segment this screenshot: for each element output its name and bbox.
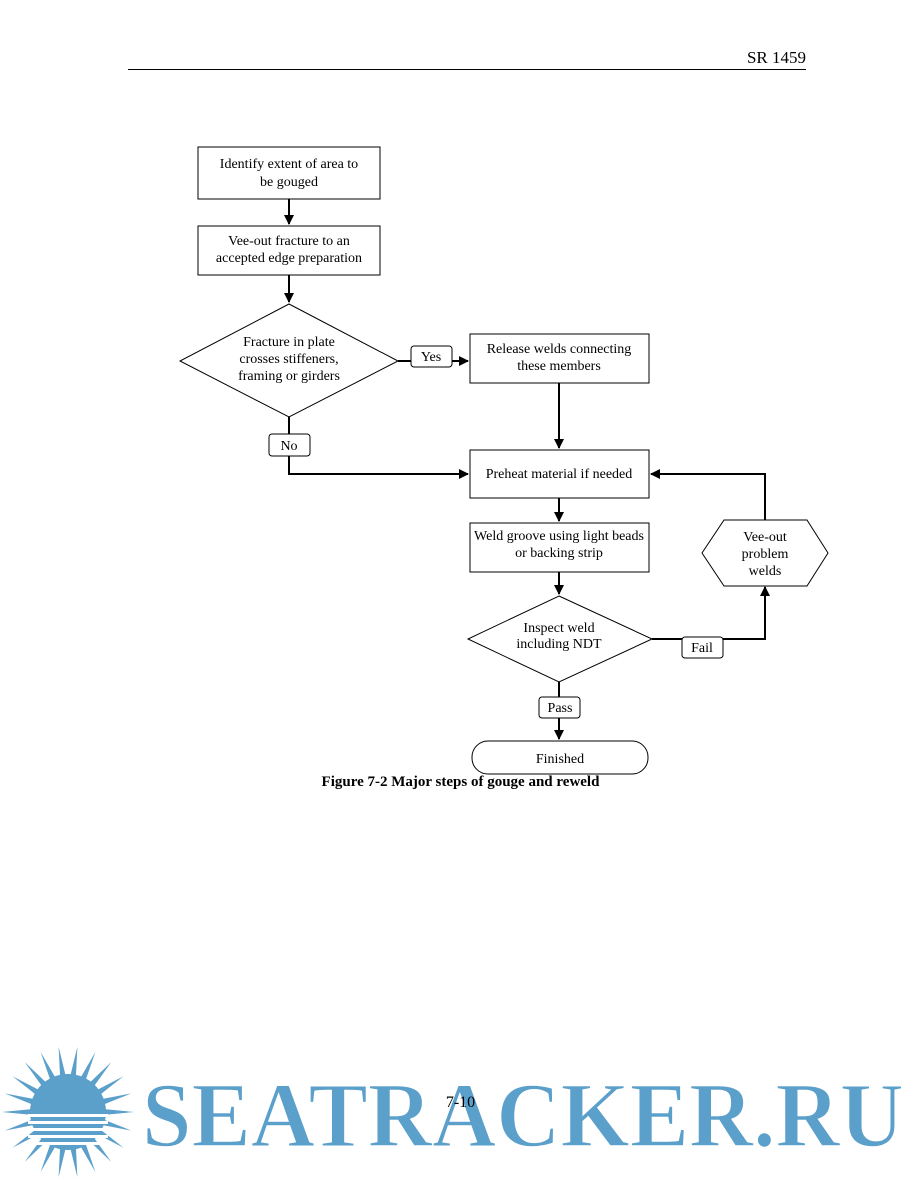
sun-ray [69, 1046, 78, 1079]
node-finished: Finished [471, 740, 649, 775]
edge-label-no: No [268, 433, 311, 457]
sun-ray [79, 1052, 96, 1083]
sun-ray [94, 1076, 124, 1097]
sun-logo [2, 1046, 134, 1178]
edge-label-pass: Pass [538, 696, 581, 719]
sun-ray [58, 1046, 67, 1079]
sun-ray [69, 1145, 78, 1178]
svg-text:Pass: Pass [548, 701, 573, 716]
svg-text:Finished: Finished [536, 752, 584, 767]
sun-ray [58, 1145, 67, 1178]
document-id: SR 1459 [746, 48, 806, 67]
sun-ray [101, 1108, 134, 1116]
sun-ray [79, 1141, 96, 1172]
sun-ray [4, 1093, 37, 1106]
sun-ray [94, 1127, 124, 1148]
sun-ray [12, 1076, 42, 1097]
watermark: SEATRACKER.RU [2, 1046, 905, 1178]
figure-caption: Figure 7-2 Major steps of gouge and rewe… [321, 774, 600, 790]
edge-label-yes: Yes [410, 345, 453, 368]
page-number: 7-10 [445, 1094, 476, 1111]
svg-text:No: No [280, 439, 297, 454]
sun-ray [87, 1062, 112, 1089]
node-preheat: Preheat material if needed [469, 449, 650, 499]
arrow-veeout-problem-to-preheat [650, 469, 766, 520]
svg-text:Fail: Fail [691, 641, 713, 656]
arrow-fail-to-veeout-problem [652, 586, 770, 640]
svg-text:Preheat material if needed: Preheat material if needed [486, 467, 633, 482]
sun-ray [40, 1141, 57, 1172]
sun-ray [2, 1108, 35, 1116]
sun-ray [40, 1052, 57, 1083]
sun-ray [12, 1127, 42, 1148]
header-rule [128, 69, 806, 70]
sun-ray [99, 1093, 132, 1106]
page-header: SR 1459 [0, 0, 921, 80]
svg-text:Yes: Yes [421, 350, 441, 365]
edge-label-fail: Fail [681, 636, 724, 659]
arrow-no-to-preheat [288, 417, 469, 479]
sun-ray [24, 1062, 49, 1089]
watermark-text: SEATRACKER.RU [142, 1064, 904, 1166]
